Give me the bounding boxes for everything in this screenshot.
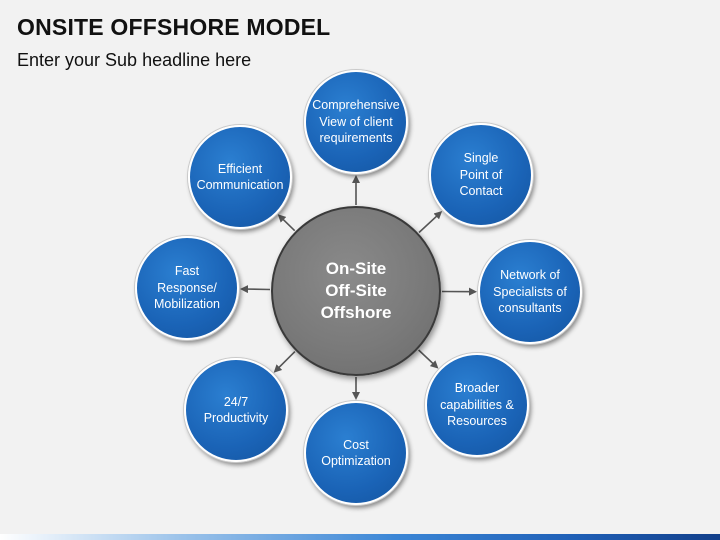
satellite-right: Network of Specialists of consultants — [478, 240, 582, 344]
satellite-bottom-left: 24/7 Productivity — [184, 358, 288, 462]
satellite-bottom-left-label: 24/7 Productivity — [203, 394, 269, 426]
satellite-top: Comprehensive View of client requirement… — [304, 70, 408, 174]
satellite-bottom-right-label: Broader capabilities & Resources — [440, 381, 514, 429]
footer-accent-bar — [0, 534, 720, 540]
satellite-right-label: Network of Specialists of consultants — [493, 268, 567, 316]
center-hub: On-Site Off-Site Offshore — [271, 206, 441, 376]
satellite-top-label: Comprehensive View of client requirement… — [312, 98, 400, 146]
connector-arrow-bottom-left — [273, 351, 296, 373]
page-title: ONSITE OFFSHORE MODEL — [17, 14, 331, 40]
center-hub-label: On-Site Off-Site Offshore — [320, 259, 392, 322]
connector-arrow-bottom-right — [418, 349, 439, 369]
satellite-bottom: Cost Optimization — [304, 401, 408, 505]
page-subtitle: Enter your Sub headline here — [17, 50, 252, 70]
satellite-top-left-label: Efficient Communication — [196, 161, 284, 193]
satellite-top-right: Single Point of Contact — [429, 123, 533, 227]
connector-arrow-top-left — [277, 214, 296, 232]
satellite-bottom-label: Cost Optimization — [321, 437, 391, 469]
satellite-left: Fast Response/ Mobilization — [135, 236, 239, 340]
satellite-top-left: Efficient Communication — [188, 125, 292, 229]
satellite-top-right-label: Single Point of Contact — [459, 151, 503, 199]
satellite-bottom-right: Broader capabilities & Resources — [425, 353, 529, 457]
connector-arrow-left — [240, 285, 271, 294]
connector-arrow-top-right — [418, 211, 443, 234]
satellite-left-label: Fast Response/ Mobilization — [153, 264, 220, 312]
